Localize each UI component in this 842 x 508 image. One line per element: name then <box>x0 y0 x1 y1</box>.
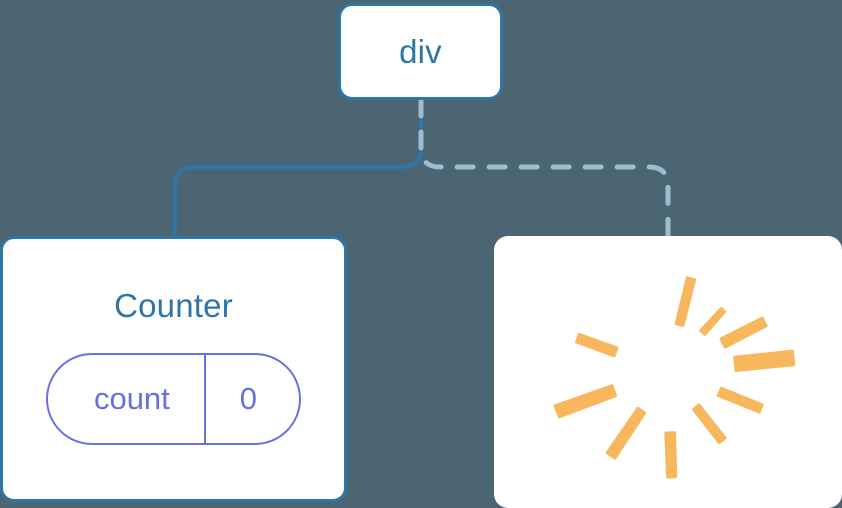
sparkle-ray-10 <box>575 332 619 358</box>
edge-div-to-rerender <box>418 97 671 240</box>
state-pill[interactable]: count 0 <box>45 353 302 445</box>
sparkle-burst-icon <box>553 276 796 479</box>
sparkle-ray-9 <box>553 384 617 419</box>
node-rerender[interactable] <box>494 236 842 508</box>
sparkle-ray-6 <box>692 403 727 445</box>
edge-div-to-counter <box>173 98 423 239</box>
state-pill-divider <box>203 355 206 443</box>
state-key: count <box>93 381 170 416</box>
node-counter-label: Counter <box>114 287 233 324</box>
sparkle-ray-3 <box>719 316 768 349</box>
node-div-label: div <box>399 32 442 70</box>
sparkle-ray-8 <box>605 406 647 460</box>
node-div[interactable]: div <box>338 3 503 100</box>
sparkle-ray-7 <box>664 431 678 479</box>
sparkle-ray-2 <box>699 307 727 336</box>
state-value: 0 <box>239 381 258 416</box>
sparkle-ray-4 <box>733 349 796 372</box>
node-counter[interactable]: Counter count 0 <box>0 236 347 502</box>
sparkle-ray-1 <box>674 276 697 327</box>
sparkle-ray-5 <box>716 386 764 414</box>
